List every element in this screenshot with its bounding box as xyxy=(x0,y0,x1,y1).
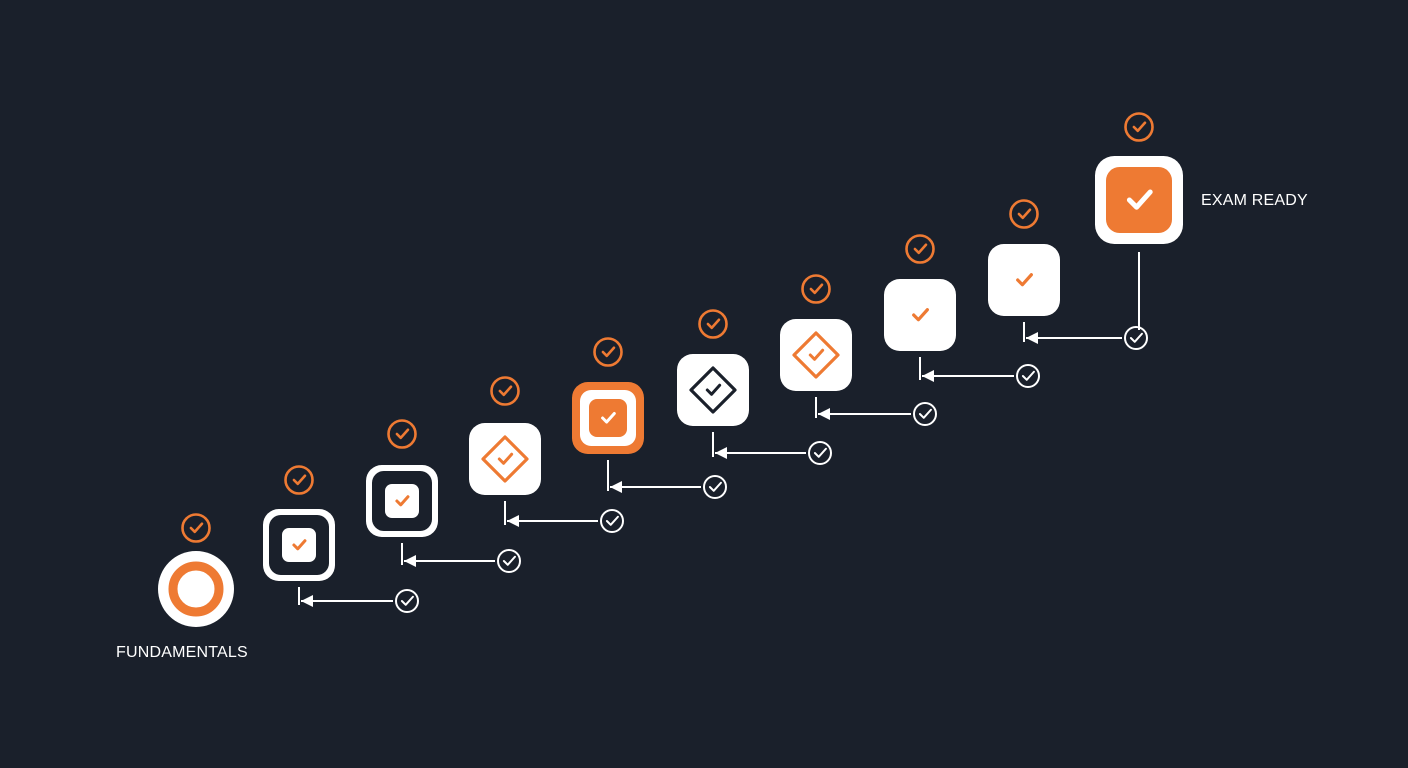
step-2-completed-badge xyxy=(284,465,314,495)
diamond-shape xyxy=(689,366,737,414)
connector-3 xyxy=(504,501,624,533)
step-4-completed-badge xyxy=(490,376,520,406)
badge-check-icon xyxy=(1132,121,1147,133)
connector-1 xyxy=(298,587,419,613)
step-10-node xyxy=(1095,156,1183,244)
framed-check-icon xyxy=(292,539,307,551)
step-6-completed-badge xyxy=(698,309,728,339)
connector-check-icon xyxy=(1129,332,1143,343)
completion-badges xyxy=(181,112,1154,543)
ring-icon xyxy=(168,561,224,617)
badge-check-icon xyxy=(292,474,307,486)
connector-check-circle xyxy=(808,441,832,465)
badge-check-icon xyxy=(395,428,410,440)
connector-check-icon xyxy=(605,515,619,526)
step-1-completed-badge xyxy=(181,513,211,543)
filled-check-icon xyxy=(1126,189,1153,210)
badge-check-icon xyxy=(706,318,721,330)
step-3-completed-badge xyxy=(387,419,417,449)
step-5-completed-badge xyxy=(593,337,623,367)
connector-5 xyxy=(712,432,832,465)
connector-check-icon xyxy=(502,555,516,566)
arrowhead xyxy=(507,515,519,527)
connector-check-icon xyxy=(708,481,722,492)
connector-check-circle xyxy=(497,549,521,573)
step-5-node xyxy=(572,382,644,454)
orange-framed-check-icon xyxy=(601,412,616,424)
connector-check-circle xyxy=(1016,364,1040,388)
connector-2 xyxy=(401,543,521,573)
end-label: EXAM READY xyxy=(1201,192,1308,209)
diamond-shape xyxy=(792,331,840,379)
step-7-node xyxy=(780,319,852,391)
connector-check-icon xyxy=(1021,370,1035,381)
step-10-completed-badge xyxy=(1124,112,1154,142)
diamond-check-icon xyxy=(808,348,825,361)
connector-check-circle xyxy=(913,402,937,426)
arrowhead xyxy=(715,447,727,459)
step-nodes xyxy=(158,156,1183,627)
connector-8 xyxy=(1023,322,1148,350)
badge-check-icon xyxy=(189,522,204,534)
step-2-node xyxy=(263,509,335,581)
connector-4 xyxy=(607,460,727,499)
arrowhead xyxy=(404,555,416,567)
connector-check-icon xyxy=(813,447,827,458)
badge-check-icon xyxy=(913,243,928,255)
step-8-node xyxy=(884,279,956,351)
step-9-node xyxy=(988,244,1060,316)
arrowhead xyxy=(610,481,622,493)
step-3-node xyxy=(366,465,438,537)
connector-7 xyxy=(919,357,1040,388)
step-4-node xyxy=(469,423,541,495)
connector-check-circle xyxy=(703,475,727,499)
step-7-completed-badge xyxy=(801,274,831,304)
start-label: FUNDAMENTALS xyxy=(116,644,248,661)
connector-check-circle xyxy=(395,589,419,613)
badge-check-icon xyxy=(601,346,616,358)
badge-check-icon xyxy=(1017,208,1032,220)
connectors xyxy=(298,252,1148,613)
diamond-check-icon xyxy=(497,452,514,465)
check-icon xyxy=(912,308,929,322)
dark-diamond-check-icon xyxy=(705,383,722,396)
diamond-shape xyxy=(481,435,529,483)
step-9-completed-badge xyxy=(1009,199,1039,229)
step-6-node xyxy=(677,354,749,426)
arrowhead xyxy=(922,370,934,382)
step-1-node xyxy=(158,551,234,627)
connector-check-circle xyxy=(600,509,624,533)
arrowhead xyxy=(1026,332,1038,344)
arrowhead xyxy=(818,408,830,420)
badge-check-icon xyxy=(498,385,513,397)
connector-6 xyxy=(815,397,937,426)
check-icon xyxy=(1016,273,1033,287)
badge-check-icon xyxy=(809,283,824,295)
connector-check-icon xyxy=(918,408,932,419)
arrowhead xyxy=(301,595,313,607)
connector-check-icon xyxy=(400,595,414,606)
step-8-completed-badge xyxy=(905,234,935,264)
framed-check-icon xyxy=(395,495,410,507)
connector-check-circle xyxy=(1124,326,1148,350)
